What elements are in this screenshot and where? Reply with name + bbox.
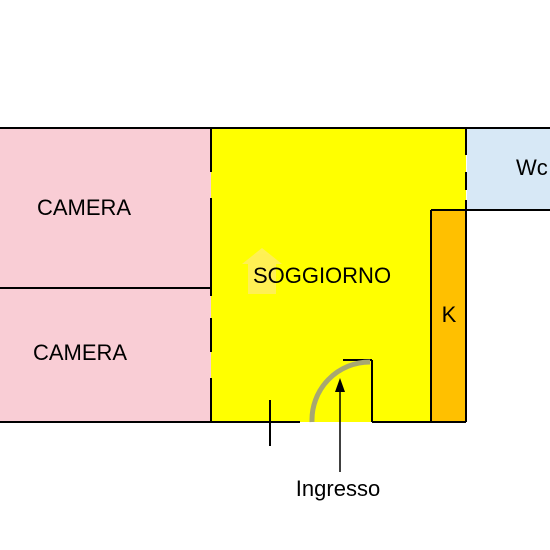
entrance-label: Ingresso [296,476,380,501]
house-watermark-icon [242,248,282,294]
door-swing-arc [309,359,371,423]
room-kitchen [431,210,465,422]
room-label-camera-top: CAMERA [37,195,131,220]
room-camera-top [0,128,211,288]
room-label-camera-bottom: CAMERA [33,340,127,365]
room-label-kitchen: K [442,302,457,327]
entrance-arrow-icon [335,378,345,472]
room-label-soggiorno: SOGGIORNO [253,263,391,288]
room-camera-bottom [0,288,211,422]
room-wc [467,128,550,210]
walls [0,127,550,446]
room-label-wc: Wc [516,155,548,180]
